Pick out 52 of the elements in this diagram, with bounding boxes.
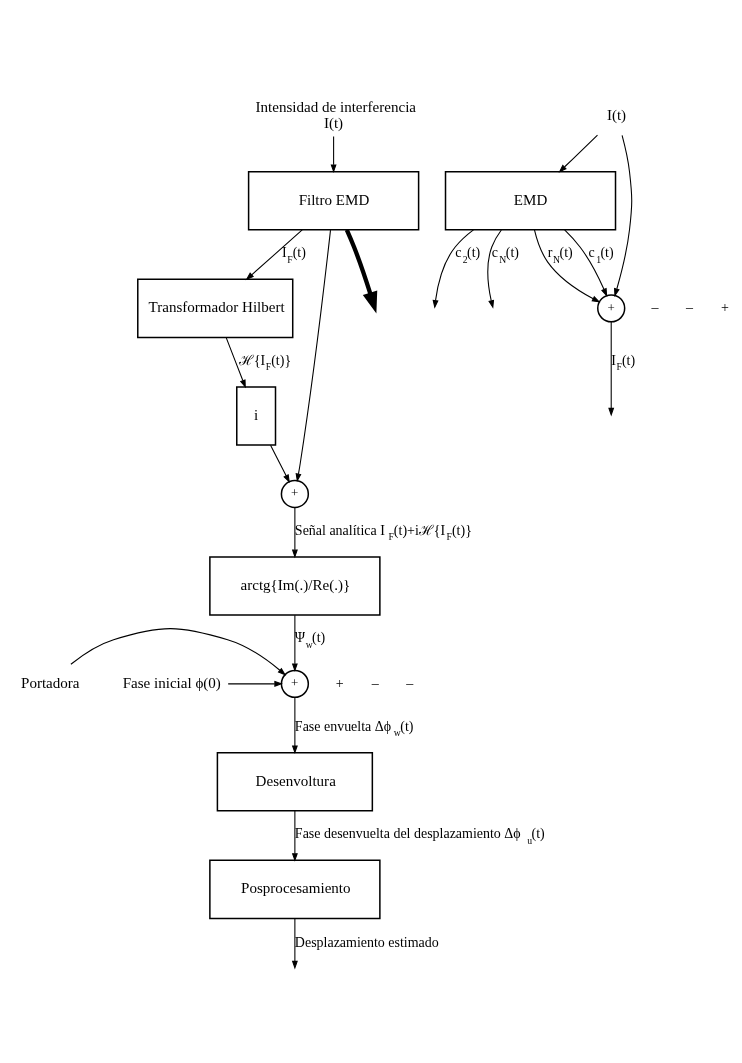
arrow	[487, 228, 502, 309]
arrow	[291, 917, 298, 969]
label: +	[335, 675, 344, 691]
label: –	[371, 675, 379, 691]
arrow	[533, 228, 601, 302]
node-circle: +	[280, 479, 310, 508]
node-circle: +	[597, 293, 626, 323]
node-circle: +	[280, 669, 310, 698]
node-text: Fase inicial ϕ(0)	[122, 674, 221, 691]
edge-label: Fase desenvuelta del desplazamiento Δϕ$_{u}$(t)	[294, 825, 545, 846]
arrow	[614, 134, 633, 297]
arrow	[608, 320, 615, 416]
arrow	[270, 444, 290, 483]
edge-label: c$_{N}$(t)	[491, 244, 519, 265]
node-box: EMD	[444, 170, 617, 231]
edge-label: I$_{F}$(t)	[281, 244, 306, 265]
arrow	[291, 696, 298, 754]
arrow	[227, 680, 283, 687]
node-box: Desenvoltura	[216, 751, 374, 812]
node-text: Intensidad de interferencia I(t)	[255, 98, 417, 131]
node-box: i	[236, 385, 277, 446]
arrow	[344, 228, 378, 313]
label: +	[720, 299, 729, 315]
label: –	[406, 675, 414, 691]
arrow	[225, 336, 246, 388]
arrow	[291, 809, 298, 862]
node-box: arctg{Im(.)/Re(.)}	[209, 555, 381, 616]
edge-label: c$_{2}$(t)	[455, 244, 481, 265]
arrow	[291, 506, 298, 558]
arrow	[291, 614, 298, 672]
arrow	[245, 228, 303, 280]
node-box: Transformador Hilbert	[137, 278, 294, 338]
node-text: Portadora	[21, 674, 80, 691]
node-box: Posprocesamiento	[209, 859, 381, 919]
node-text: I(t)	[606, 106, 627, 123]
edge-label: c$_{1}$(t)	[588, 244, 614, 265]
edge-label: r$_{N}$(t)	[547, 244, 573, 265]
label: –	[651, 299, 659, 315]
edge-label: ℋ{I$_{F}$(t)}	[238, 352, 292, 372]
arrow	[295, 229, 332, 482]
edge-label: Señal analítica I$_{F}$(t)+iℋ{I$_{F}$(t)}	[294, 522, 472, 542]
edge-label: Fase envuelta Δϕ$_{w}$(t)	[294, 718, 414, 738]
edge-label: Desplazamiento estimado	[294, 934, 439, 950]
label: –	[685, 299, 693, 315]
arrow	[558, 134, 599, 173]
edge-label: Ψ$_{w}$(t)	[294, 629, 326, 650]
arrow	[70, 627, 287, 676]
arrow	[564, 228, 608, 297]
node-box: Filtro EMD	[247, 170, 420, 231]
arrow	[330, 135, 337, 173]
edge-label: I$_{F}$(t)	[611, 352, 636, 372]
arrow	[432, 228, 475, 309]
